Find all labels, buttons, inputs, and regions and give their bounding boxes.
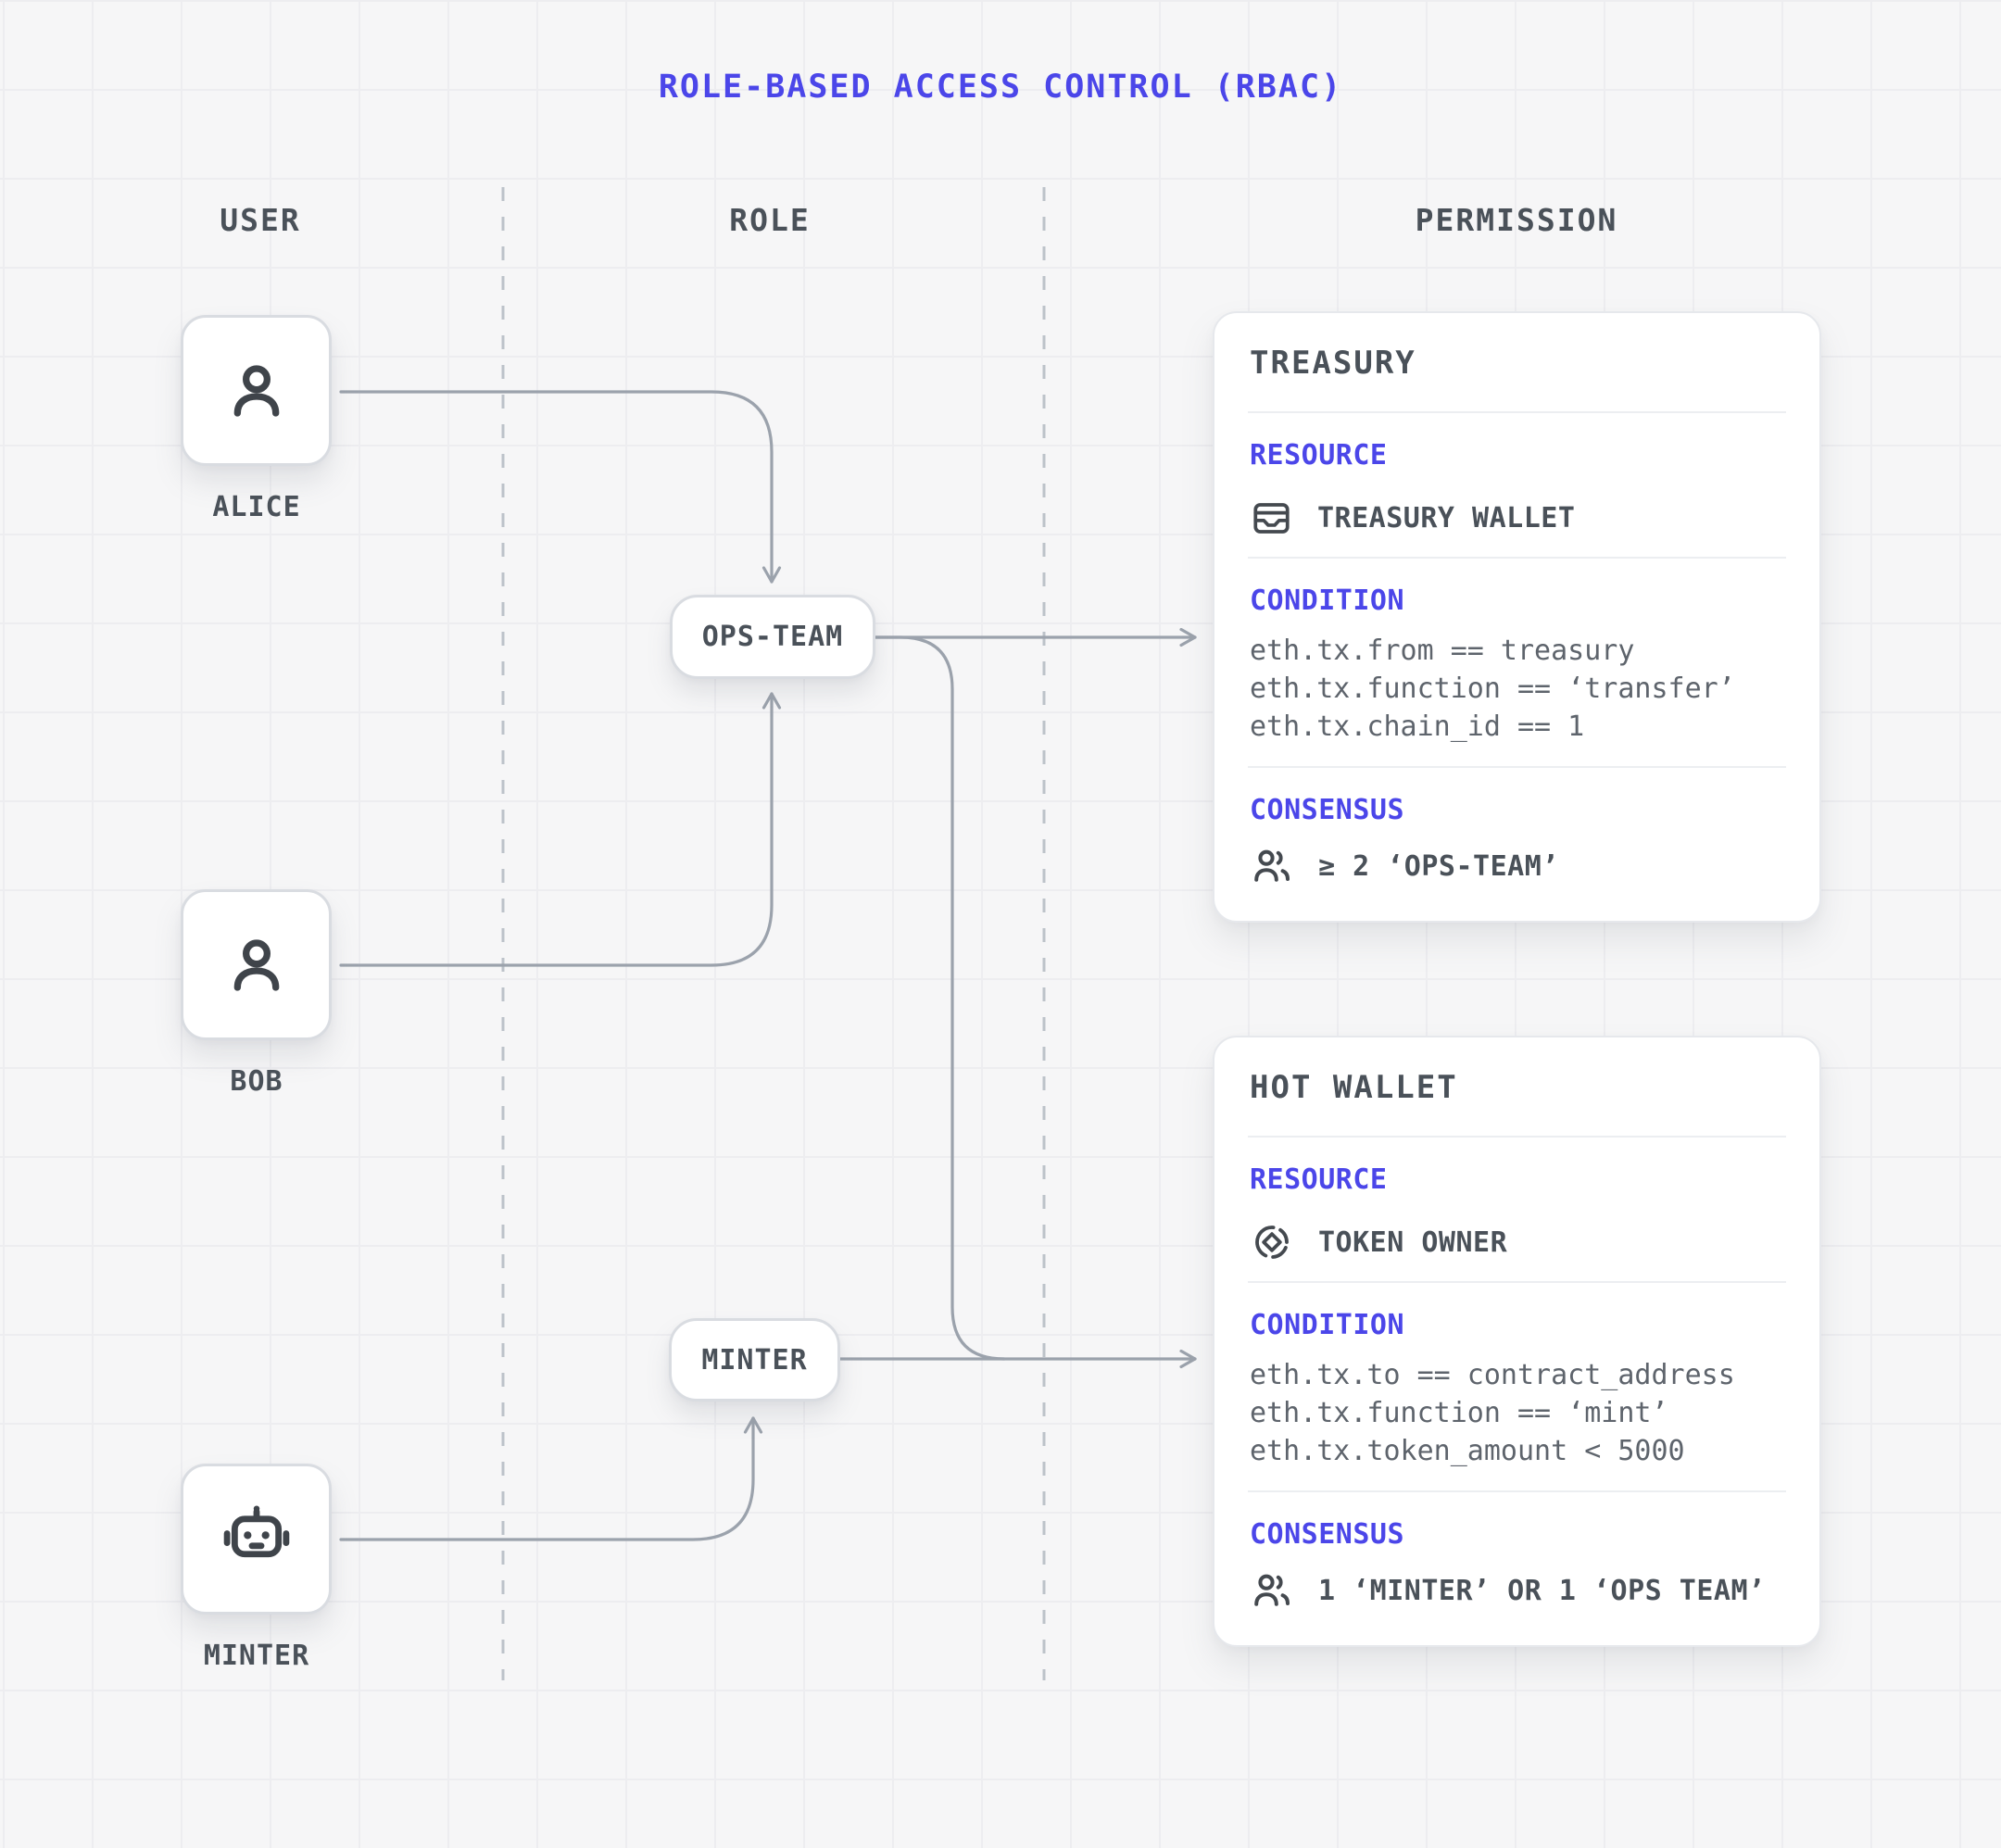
token-icon [1250, 1220, 1294, 1264]
section-label-condition: CONDITION [1250, 585, 1405, 617]
condition-line: eth.tx.to == contract_address [1250, 1359, 1735, 1391]
page-title: ROLE-BASED ACCESS CONTROL (RBAC) [658, 69, 1343, 106]
section-label-resource: RESOURCE [1250, 1163, 1388, 1196]
column-header-role: ROLE [729, 202, 811, 238]
user-node-bob [181, 889, 332, 1040]
users-icon [1250, 1568, 1294, 1613]
role-chip-ops-team: OPS-TEAM [670, 595, 875, 679]
resource-row: TOKEN OWNER [1250, 1217, 1784, 1267]
user-label-alice: ALICE [212, 491, 301, 523]
condition-line: eth.tx.function == ‘transfer’ [1250, 673, 1735, 705]
section-label-consensus: CONSENSUS [1250, 1518, 1405, 1551]
section-label-consensus: CONSENSUS [1250, 794, 1405, 826]
condition-list: eth.tx.to == contract_address eth.tx.fun… [1250, 1356, 1792, 1470]
user-label-bob: BOB [230, 1065, 283, 1098]
condition-line: eth.tx.function == ‘mint’ [1250, 1397, 1668, 1429]
condition-list: eth.tx.from == treasury eth.tx.function … [1250, 632, 1792, 746]
connector-alice-to-ops-team [339, 390, 782, 584]
connector-bob-to-ops-team [339, 692, 782, 967]
section-label-resource: RESOURCE [1250, 439, 1388, 471]
users-icon [1250, 844, 1294, 888]
divider [1248, 1490, 1786, 1492]
role-chip-minter: MINTER [669, 1318, 840, 1402]
resource-row: TREASURY WALLET [1250, 493, 1784, 543]
column-header-permission: PERMISSION [1415, 202, 1618, 238]
consensus-rule: 1 ‘MINTER’ OR 1 ‘OPS TEAM’ [1318, 1574, 1766, 1607]
column-header-user: USER [220, 202, 301, 238]
user-node-alice [181, 315, 332, 466]
consensus-row: ≥ 2 ‘OPS-TEAM’ [1250, 841, 1784, 891]
role-chip-label: MINTER [701, 1343, 808, 1377]
person-icon [220, 354, 294, 428]
permission-card-treasury: TREASURY RESOURCE TREASURY WALLET CONDIT… [1213, 311, 1821, 923]
divider [1248, 766, 1786, 768]
person-icon [220, 928, 294, 1002]
condition-line: eth.tx.from == treasury [1250, 635, 1635, 667]
divider [1248, 411, 1786, 413]
resource-name: TOKEN OWNER [1318, 1226, 1508, 1259]
consensus-rule: ≥ 2 ‘OPS-TEAM’ [1318, 849, 1559, 883]
user-node-minter [181, 1464, 332, 1615]
section-label-condition: CONDITION [1250, 1309, 1405, 1341]
resource-name: TREASURY WALLET [1317, 501, 1576, 534]
permission-card-hot-wallet: HOT WALLET RESOURCE TOKEN OWNER CONDITIO… [1213, 1036, 1821, 1647]
condition-line: eth.tx.token_amount < 5000 [1250, 1435, 1685, 1467]
divider [1248, 1136, 1786, 1138]
consensus-row: 1 ‘MINTER’ OR 1 ‘OPS TEAM’ [1250, 1565, 1784, 1615]
divider [1248, 557, 1786, 559]
wallet-icon [1250, 497, 1293, 540]
user-label-minter: MINTER [203, 1640, 310, 1672]
divider [1248, 1281, 1786, 1283]
role-chip-label: OPS-TEAM [701, 621, 844, 653]
card-title: HOT WALLET [1250, 1069, 1458, 1106]
robot-icon [217, 1500, 296, 1579]
connector-minter-user-to-minter-role [339, 1416, 763, 1541]
connector-ops-team-to-hot-wallet [874, 635, 1006, 1361]
card-title: TREASURY [1250, 345, 1416, 382]
condition-line: eth.tx.chain_id == 1 [1250, 710, 1585, 743]
